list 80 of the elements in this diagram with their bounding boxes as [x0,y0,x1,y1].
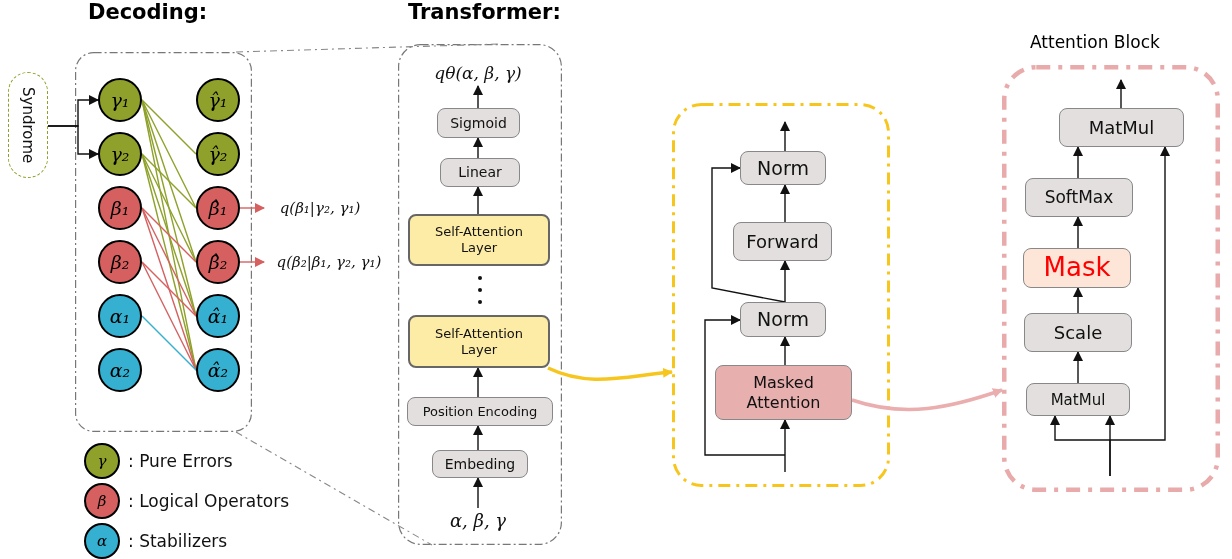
arrow [47,125,99,159]
arrow [473,367,483,398]
process-box: SoftMax [1025,178,1133,217]
process-box: MatMul [1059,108,1184,147]
arrow [1109,146,1170,441]
legend-label: : Stabilizers [128,531,228,551]
dashed-panel [75,0,252,432]
process-box: Linear [440,158,520,187]
variable-node: β₁ [98,186,142,230]
variable-node: α₁ [98,294,142,338]
arrow [473,477,483,509]
process-box: Forward [733,222,832,261]
process-box: Norm [740,151,826,185]
arrow [1073,146,1083,179]
panel-title: Decoding: [88,0,208,24]
connector-line [235,43,501,53]
legend-label: : Logical Operators [128,491,290,511]
arrow [473,186,483,215]
arrow [1073,351,1083,384]
arrow [1116,79,1126,109]
arrow [1073,287,1083,314]
variable-node: γ̂₁ [196,78,240,122]
arrow [473,85,483,109]
variable-node: β₂ [98,240,142,284]
arrow [473,137,483,159]
process-box: Self-Attention Layer [408,315,550,368]
process-box: Norm [740,302,826,337]
legend-swatch: γ [84,443,120,479]
connector-line [141,315,197,371]
arrow [473,425,483,451]
dashed-panel [398,0,562,545]
arrow [780,121,790,152]
arrow [851,388,1003,412]
connector-line [141,207,197,317]
arrow [704,315,786,456]
variable-node: γ̂₂ [196,132,240,176]
math-label: qθ(α, β, γ) [418,60,538,86]
arrow [711,163,786,303]
legend-swatch: β [84,483,120,519]
connector-line [141,153,197,209]
process-box: Sigmoid [437,108,520,138]
variable-node: α̂₂ [196,348,240,392]
panel-title: Attention Block [1030,32,1160,52]
legend-swatch: α [84,523,120,559]
arrow [1105,415,1115,477]
arrow [780,419,790,473]
process-box: Scale [1024,313,1132,352]
process-box: MatMul [1026,383,1130,416]
connector-line [141,153,197,263]
connector-line [141,99,197,209]
legend-label: : Pure Errors [128,451,233,471]
variable-node: γ₂ [98,132,142,176]
math-label: q(β₂|β₁, γ₂, γ₁) [264,250,394,274]
panel-title: Transformer: [408,0,561,24]
connector-line [235,431,433,546]
process-box: Embeding [432,450,528,478]
variable-node: γ₁ [98,78,142,122]
arrow [239,203,265,213]
math-label: q(β₁|γ₂, γ₁) [264,196,376,220]
arrow [780,336,790,366]
arrow [780,184,790,223]
process-box: Self-Attention Layer [408,214,550,266]
syndrome-box: Syndrome [8,72,48,178]
process-box: Mask [1023,248,1131,288]
arrow [239,257,265,267]
variable-node: α₂ [98,348,142,392]
arrow [780,260,790,303]
connector-line [141,261,197,317]
connector-line [141,261,197,371]
variable-node: β̂₁ [196,186,240,230]
math-label: α, β, γ [428,508,528,534]
variable-node: β̂₂ [196,240,240,284]
connector-line [141,99,197,155]
process-box: Position Encoding [407,397,553,426]
connector-line [141,207,197,263]
variable-node: α̂₁ [196,294,240,338]
process-box: Masked Attention [715,365,852,420]
arrow [547,366,673,381]
arrow [1073,216,1083,249]
dashed-panel [672,103,890,487]
